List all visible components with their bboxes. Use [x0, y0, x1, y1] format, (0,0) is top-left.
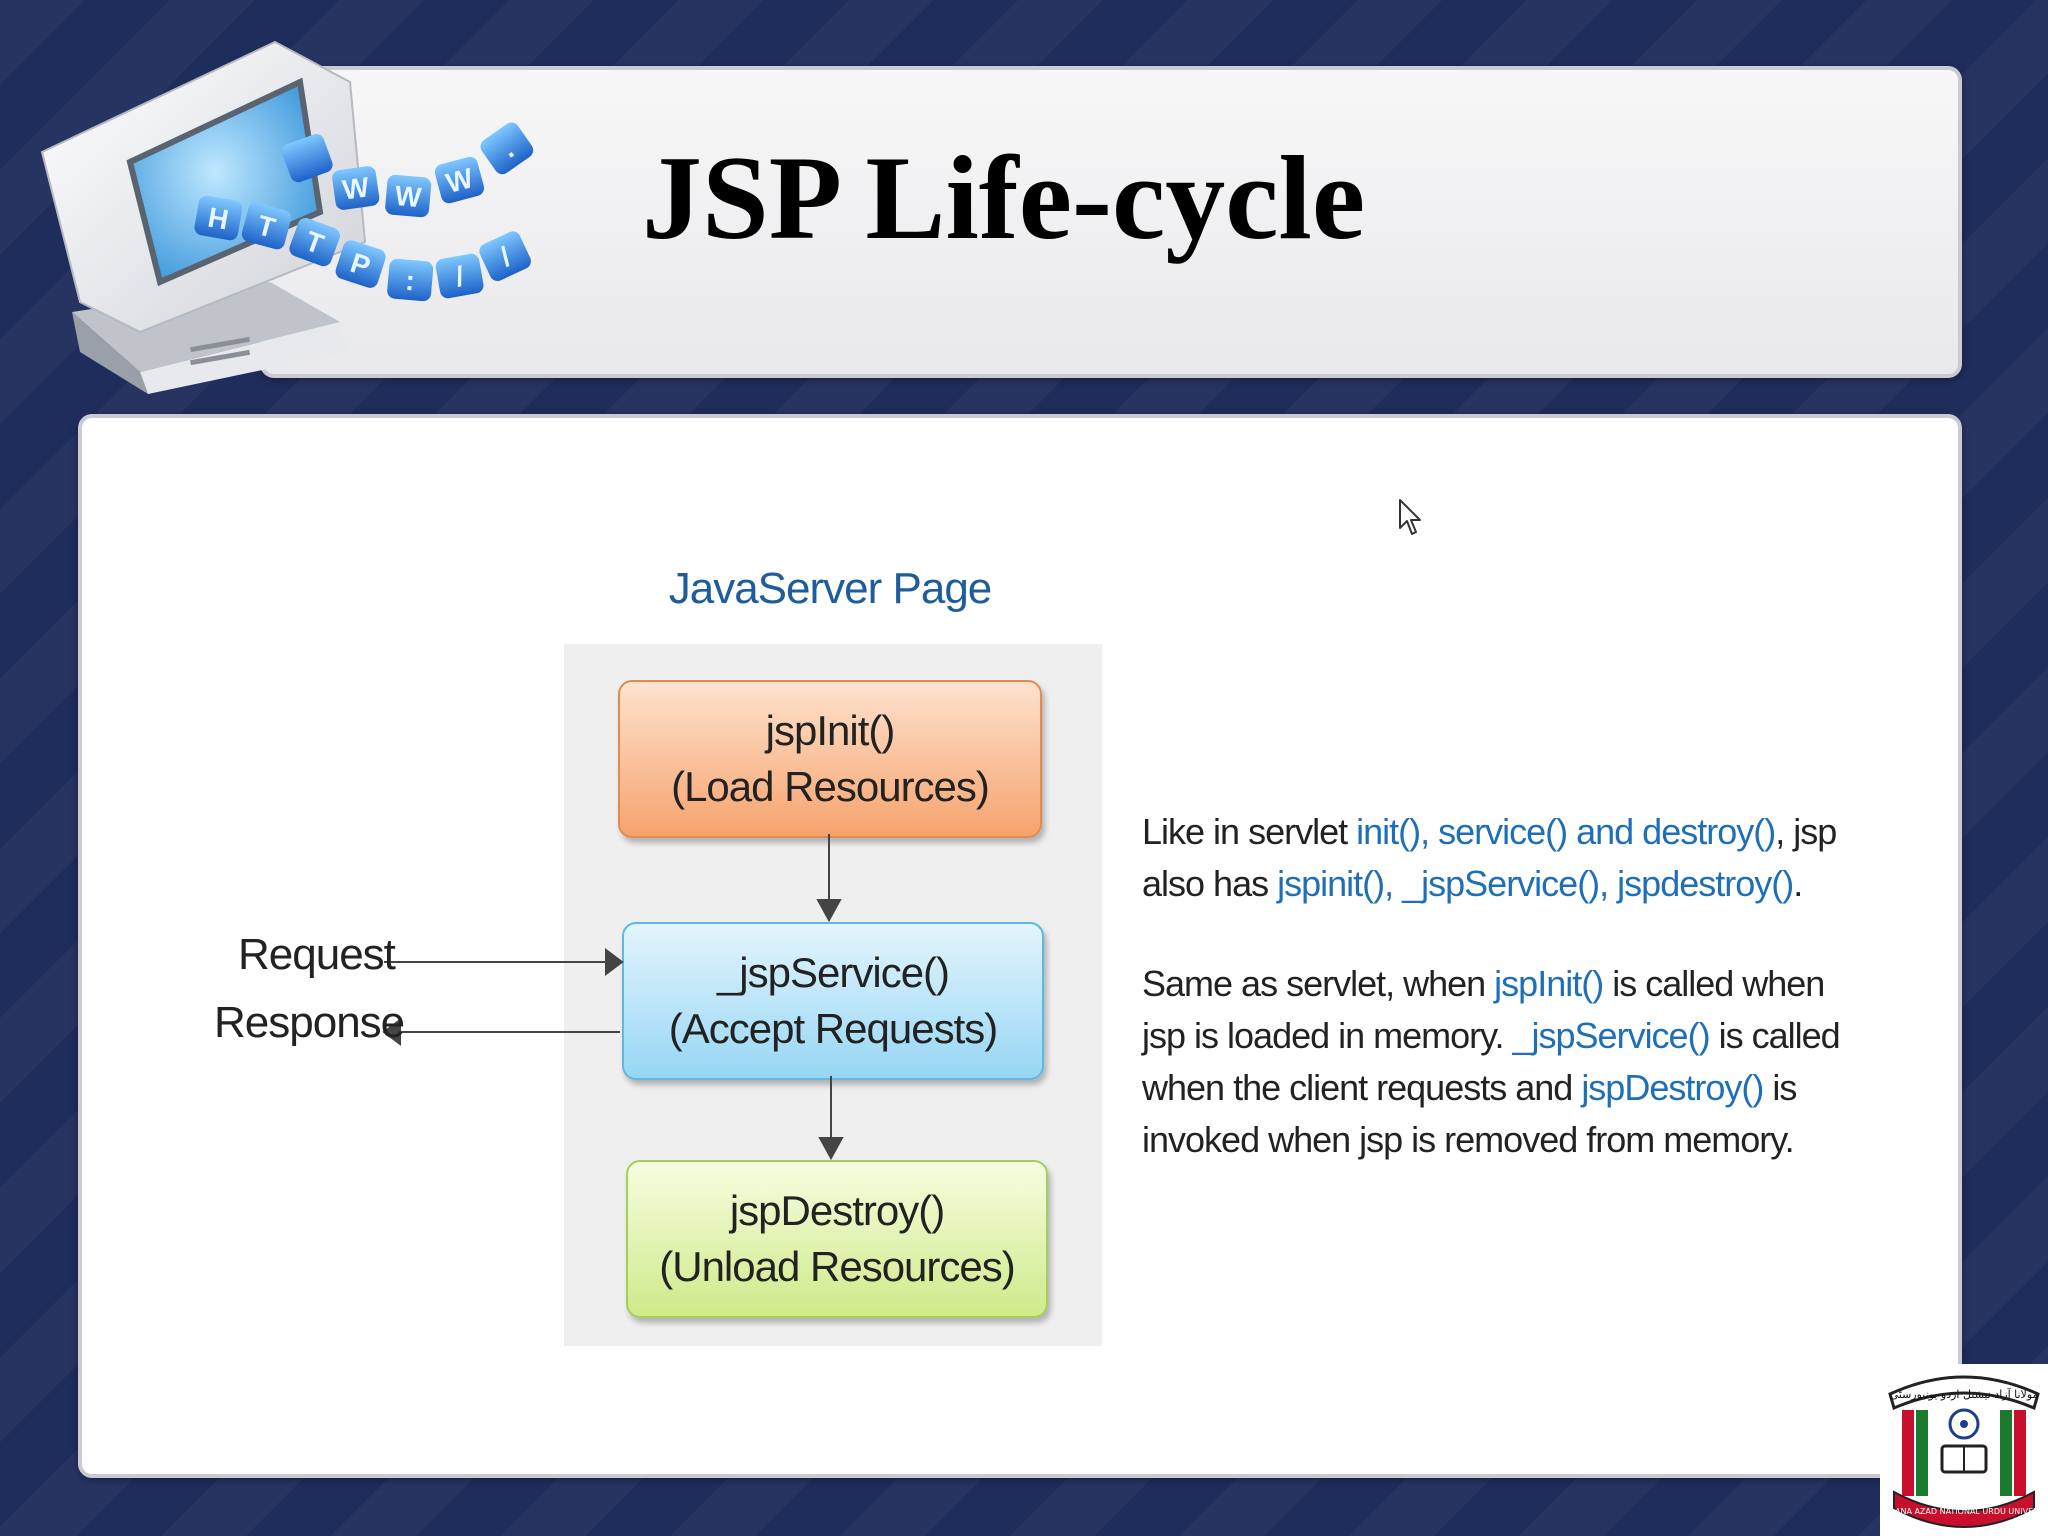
text-run: , jsp also has	[1142, 811, 1837, 904]
description-paragraph-1: Like in servlet init(), service() and de…	[1142, 806, 1842, 910]
text-run: Same as servlet, when	[1142, 963, 1495, 1004]
response-label: Response	[214, 998, 405, 1047]
logo-text-bottom: MAULANA AZAD NATIONAL URDU UNIVERSITY	[1880, 1507, 2048, 1516]
logo-text-top: مولانا آزاد نیشنل اردو یونیورسٹی	[1890, 1387, 2039, 1401]
key-colon: :	[404, 265, 416, 297]
key-w: W	[341, 171, 372, 205]
node-jspinit-desc: (Load Resources)	[671, 763, 990, 810]
slide-title: JSP Life-cycle	[642, 131, 1366, 264]
node-jspdestroy-method: jspDestroy()	[729, 1187, 945, 1234]
node-jspdestroy: jspDestroy() (Unload Resources)	[626, 1160, 1048, 1318]
highlight-jspinit: jspInit()	[1494, 963, 1604, 1004]
diagram-caption: JavaServer Page	[668, 564, 993, 613]
highlight-jsp-methods: jspinit(), _jspService(), jspdestroy()	[1277, 863, 1794, 904]
computer-www-icon: W W W . H T T P : / /	[40, 40, 534, 394]
text-run: .	[1793, 863, 1803, 904]
node-jspinit-method: jspInit()	[765, 707, 896, 754]
university-logo-icon: مولانا آزاد نیشنل اردو یونیورسٹی MAULANA…	[1880, 1364, 2048, 1536]
text-run: is invoked when jsp is removed from memo…	[1142, 1067, 1797, 1160]
node-jspservice: _jspService() (Accept Requests)	[622, 922, 1044, 1080]
highlight-servlet-methods: init(), service() and destroy()	[1356, 811, 1776, 852]
description-paragraph-2: Same as servlet, when jspInit() is calle…	[1142, 958, 1842, 1166]
node-jspinit: jspInit() (Load Resources)	[618, 680, 1042, 838]
highlight-jspdestroy: jspDestroy()	[1581, 1067, 1764, 1108]
request-label: Request	[238, 930, 396, 979]
node-jspservice-desc: (Accept Requests)	[668, 1005, 998, 1052]
node-jspdestroy-desc: (Unload Resources)	[659, 1243, 1015, 1290]
mouse-cursor-icon	[1399, 499, 1421, 535]
text-run: Like in servlet	[1142, 811, 1357, 852]
key-w: W	[394, 180, 424, 213]
text-run: is called when jsp is loaded in memory.	[1142, 963, 1825, 1056]
highlight-jspservice: _jspService()	[1512, 1015, 1711, 1056]
text-run: is called when the client requests and	[1142, 1015, 1841, 1108]
node-jspservice-method: _jspService()	[716, 949, 950, 996]
description: Like in servlet init(), service() and de…	[1142, 806, 1842, 1214]
title-panel	[260, 66, 1962, 378]
